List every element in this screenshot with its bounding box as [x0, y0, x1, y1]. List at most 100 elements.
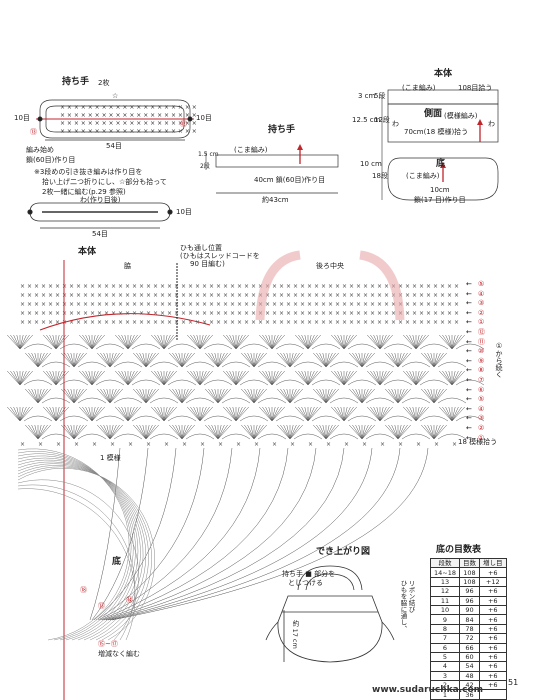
row-marker: ⑤ — [478, 395, 485, 404]
fan-stitch — [265, 334, 273, 350]
fan-stitch — [64, 352, 75, 368]
fan-stitch — [142, 352, 147, 368]
fan-stitch — [451, 370, 465, 386]
sc-stitch: × — [314, 319, 319, 326]
fan-stitch — [49, 406, 57, 422]
fan-stitch — [28, 352, 39, 368]
fan-stitch — [268, 370, 273, 386]
fan-stitch — [373, 406, 381, 422]
chain-loop — [185, 397, 215, 404]
row-arrow-icon: ← — [466, 404, 472, 413]
fan-stitch — [19, 334, 24, 350]
fan-stitch — [307, 334, 321, 350]
fan-stitch — [223, 370, 237, 386]
fan-stitch — [163, 334, 177, 350]
fan-stitch — [19, 406, 33, 422]
chain-loop — [131, 415, 161, 422]
sc-stitch: × — [202, 292, 207, 299]
fan-stitch — [100, 424, 111, 440]
fan-stitch — [127, 370, 132, 386]
fan-stitch — [91, 334, 96, 350]
fan-stitch — [430, 424, 435, 440]
sc-stitch: × — [146, 319, 151, 326]
fan-stitch — [91, 370, 96, 386]
sc-stitch: × — [132, 319, 137, 326]
fan-stitch — [109, 424, 120, 440]
fan-stitch — [163, 334, 174, 350]
svg-text:× × × × × × × × × × × × × ×: × × × × × × × × × × × × × × × × × × × × — [60, 104, 197, 111]
fan-stitch — [181, 388, 195, 404]
fan-stitch — [82, 406, 93, 422]
sc-stitch: × — [167, 319, 172, 326]
fan-stitch — [289, 352, 294, 368]
fan-stitch — [415, 406, 423, 422]
side-width: 70cm(18 模様)拾う — [404, 128, 469, 136]
fan-stitch — [97, 352, 111, 368]
fan-stitch — [43, 334, 57, 350]
sc-stitch: × — [300, 283, 305, 290]
sc-stitch: × — [97, 292, 102, 299]
sc-stitch: × — [125, 301, 130, 308]
fan-stitch — [199, 370, 213, 386]
fan-stitch — [379, 406, 387, 422]
fan-stitch — [337, 370, 345, 386]
chain-start: 編み始め — [26, 146, 54, 154]
fan-stitch — [313, 352, 327, 368]
fan-stitch — [349, 388, 363, 404]
fan-stitch — [451, 406, 465, 422]
fan-stitch — [433, 352, 444, 368]
sc-stitch: × — [314, 283, 319, 290]
sc-stitch: × — [20, 441, 25, 448]
fan-stitch — [325, 352, 336, 368]
sc-stitch: × — [405, 301, 410, 308]
bottom-width: 54目 — [92, 230, 108, 238]
handle-width: 54目 — [106, 142, 122, 150]
sc-stitch: × — [384, 292, 389, 299]
fan-stitch — [421, 424, 435, 440]
fan-stitch — [169, 388, 183, 404]
handle-chart — [36, 99, 194, 141]
base-guide-line — [101, 447, 289, 621]
cell-stitches: 60 — [459, 651, 480, 663]
chain-loop — [167, 343, 197, 350]
sc-stitch: × — [440, 319, 445, 326]
row10-left: 10目 — [14, 114, 30, 122]
handle-piece-chain: 40cm 鎖(60目)作り目 — [254, 176, 326, 184]
fan-stitch — [445, 334, 453, 350]
sc-stitch: × — [223, 301, 228, 308]
sc-stitch: × — [412, 310, 417, 317]
sc-stitch: × — [419, 292, 424, 299]
sc-stitch: × — [344, 441, 349, 448]
fan-stitch — [355, 352, 363, 368]
fan-stitch — [61, 352, 75, 368]
fan-stitch — [244, 352, 255, 368]
fan-stitch — [295, 370, 309, 386]
chain-label: 鎖(60目)作り目 — [26, 156, 76, 164]
fan-stitch — [16, 334, 21, 350]
fan-stitch — [433, 388, 447, 404]
fan-stitch — [427, 388, 435, 404]
sc-stitch: × — [230, 292, 235, 299]
sc-stitch: × — [111, 301, 116, 308]
fan-stitch — [427, 424, 435, 440]
fan-stitch — [211, 388, 219, 404]
cell-increase: +6 — [479, 642, 507, 653]
fan-stitch — [343, 334, 357, 350]
fan-stitch — [253, 352, 264, 368]
fan-stitch — [169, 352, 183, 368]
sc-stitch: × — [62, 301, 67, 308]
sc-stitch: × — [55, 292, 60, 299]
sc-stitch: × — [370, 292, 375, 299]
fan-stitch — [193, 370, 201, 386]
sc-stitch: × — [279, 310, 284, 317]
fan-stitch — [295, 406, 309, 422]
fan-stitch — [205, 388, 219, 404]
fan-stitch — [157, 370, 165, 386]
sc-stitch: × — [308, 441, 313, 448]
row-arrow-icon: ← — [466, 385, 472, 394]
fan-stitch — [253, 424, 264, 440]
fan-stitch — [361, 352, 369, 368]
fan-stitch — [361, 388, 372, 404]
fan-stitch — [241, 424, 255, 440]
